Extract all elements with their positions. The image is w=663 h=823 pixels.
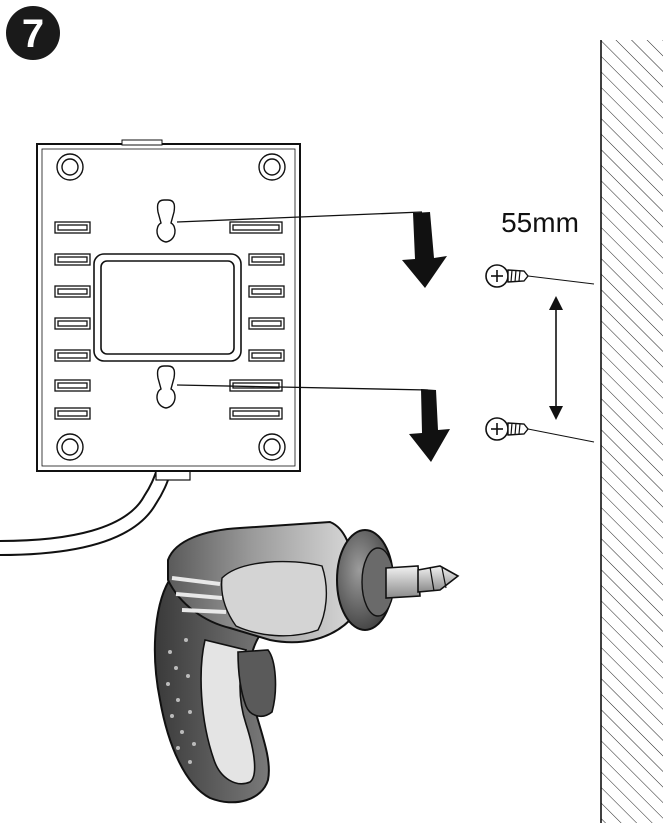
power-cable bbox=[0, 461, 191, 556]
arrow-down-icon bbox=[549, 406, 563, 420]
corner-foot bbox=[56, 153, 84, 181]
corner-foot bbox=[56, 433, 84, 461]
step-badge: 7 bbox=[6, 6, 60, 60]
phillips-bit bbox=[417, 565, 460, 593]
cordless-screwdriver bbox=[153, 520, 460, 804]
dimension-indicator: 55mm bbox=[501, 207, 579, 420]
body-panel bbox=[220, 560, 327, 637]
drill-trigger bbox=[237, 649, 277, 718]
arrow-up-icon bbox=[549, 296, 563, 310]
wall-hatch bbox=[601, 40, 663, 823]
arrow-top bbox=[176, 211, 447, 288]
grip-panel bbox=[200, 639, 256, 785]
grip-dots bbox=[166, 638, 196, 764]
arrow-down-icon bbox=[409, 389, 450, 462]
arrow-down-icon bbox=[402, 212, 447, 288]
plate-outline bbox=[36, 143, 301, 472]
corner-foot bbox=[258, 153, 286, 181]
vent-slots-right bbox=[229, 221, 285, 420]
step-badge-circle bbox=[6, 6, 60, 60]
step-number: 7 bbox=[22, 12, 44, 56]
screw-bottom bbox=[485, 417, 595, 443]
keyhole-slot-top bbox=[156, 199, 176, 243]
dimension-label: 55mm bbox=[501, 207, 579, 238]
corner-foot bbox=[258, 433, 286, 461]
arrow-bottom bbox=[176, 384, 450, 462]
screw-top bbox=[485, 264, 595, 288]
wall bbox=[600, 40, 663, 823]
body-stripes bbox=[171, 576, 227, 614]
device-back-plate bbox=[36, 139, 301, 472]
center-recess bbox=[93, 253, 242, 362]
vent-slots-left bbox=[54, 221, 91, 420]
keyhole-slot-bottom bbox=[156, 365, 176, 409]
bit-holder bbox=[385, 565, 421, 599]
